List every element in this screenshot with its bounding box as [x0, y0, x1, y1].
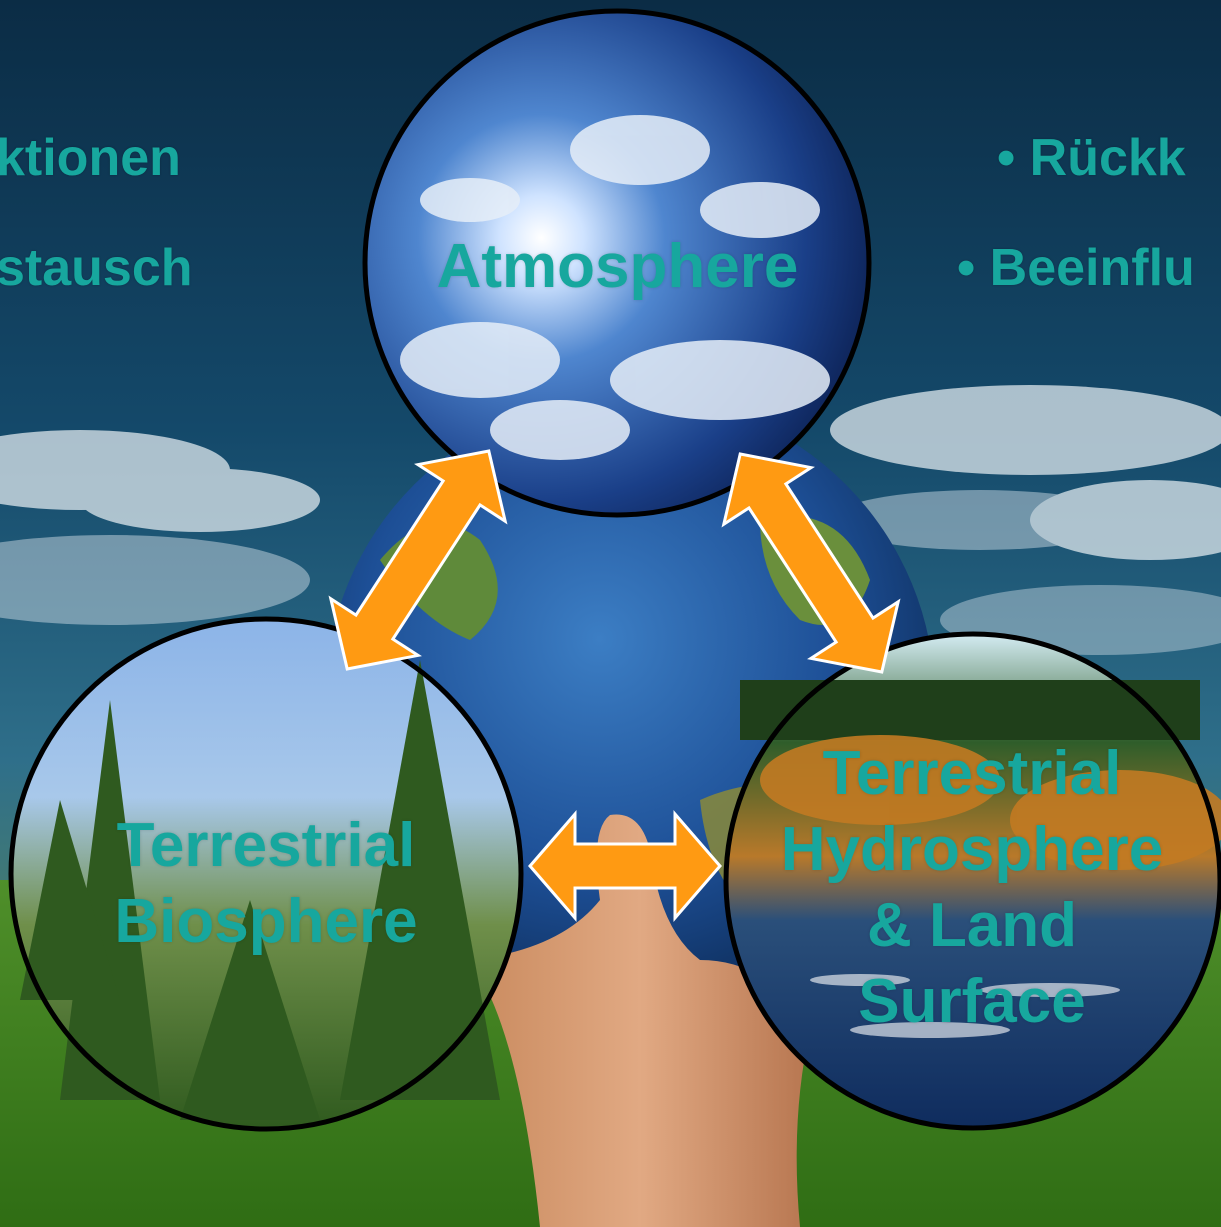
hydrosphere-label-line: Surface: [858, 967, 1086, 1036]
right-bullet-2: • Beeinflu: [957, 239, 1195, 297]
hydrosphere-label-line: Hydrosphere: [780, 815, 1164, 884]
biosphere-label-line: Biosphere: [114, 887, 418, 956]
biosphere-circle: [8, 616, 524, 1132]
cloud-band: [0, 385, 1221, 655]
hydrosphere-label-line: Terrestrial: [822, 739, 1122, 808]
right-bullet-1: • Rückk: [997, 129, 1186, 187]
hydrosphere-label-line: & Land: [866, 891, 1078, 960]
double-arrow-icon: [721, 452, 901, 674]
left-bullet-2: stausch: [0, 239, 193, 297]
atmosphere-label-line: Atmosphere: [436, 232, 799, 301]
left-bullet-1: ktionen: [0, 129, 181, 187]
hydrosphere-circle: [723, 631, 1221, 1131]
double-arrow-icon: [528, 809, 722, 923]
hydrosphere-label: Terrestrial Hydrosphere & Land Surface: [762, 736, 1182, 1040]
biosphere-label-line: Terrestrial: [116, 811, 416, 880]
atmosphere-circle: [362, 8, 872, 518]
atmosphere-label: Atmosphere: [400, 236, 835, 298]
double-arrow-icon: [328, 449, 508, 671]
biosphere-label: Terrestrial Biosphere: [66, 808, 466, 960]
hand: [470, 814, 810, 1227]
